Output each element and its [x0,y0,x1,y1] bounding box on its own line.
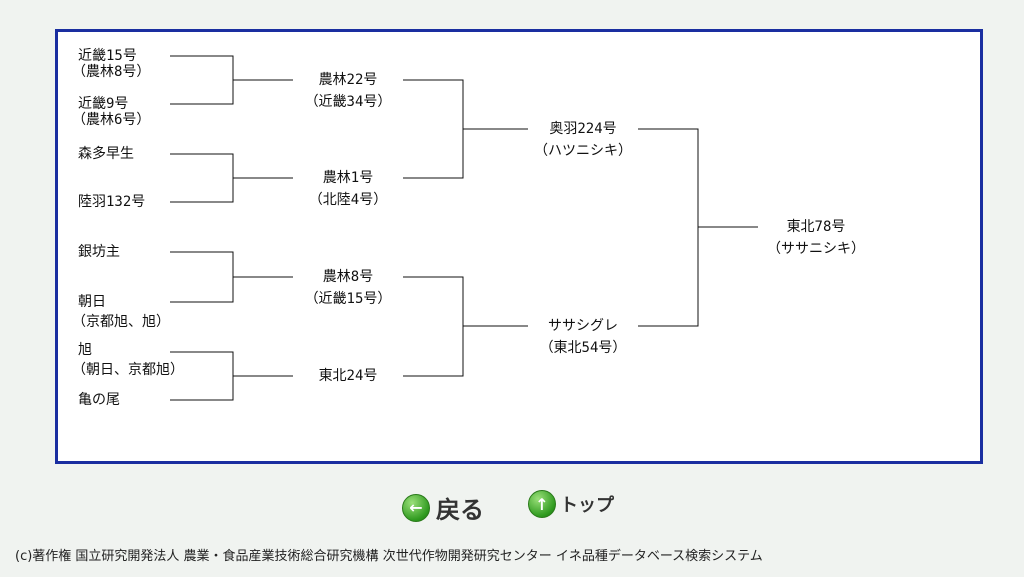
ancestor-g4-8: 亀の尾 [78,392,120,408]
back-button-label: 戻る [436,496,484,524]
ancestor-g2-2: ササシグレ （東北54号） [539,318,627,356]
ancestor-g2-1: 奥羽224号 （ハツニシキ） [534,121,632,159]
ancestor-g4-5: 銀坊主 [78,244,120,260]
back-button[interactable]: ← 戻る [402,490,484,525]
ancestor-g4-3: 森多早生 [78,146,134,162]
arrow-left-icon: ← [402,493,430,522]
arrow-up-icon: ↑ [528,490,556,518]
ancestor-g4-1: 近畿15号 （農林8号） [72,48,151,80]
target-variety: 東北78号 （ササニシキ） [767,219,865,257]
ancestor-g4-7: 旭 （朝日、京都旭） [72,342,184,378]
top-button-label: トップ [560,495,614,516]
ancestor-g4-4: 陸羽132号 [78,194,146,210]
copyright-footer: (c)著作権 国立研究開発法人 農業・食品産業技術総合研究機構 次世代作物開発研… [15,549,763,564]
pedigree-diagram: 近畿15号 （農林8号） 近畿9号 （農林6号） 森多早生 陸羽132号 銀坊主… [55,29,983,464]
ancestor-g3-2: 農林1号 （北陸4号） [308,170,388,208]
ancestor-g4-6: 朝日 （京都旭、旭） [72,294,170,330]
ancestor-g3-3: 農林8号 （近畿15号） [304,269,392,307]
ancestor-g3-4: 東北24号 [318,368,378,384]
top-button[interactable]: ↑ トップ [528,490,614,518]
pedigree-connector-lines [170,55,758,401]
ancestor-g3-1: 農林22号 （近畿34号） [304,72,392,110]
ancestor-g4-2: 近畿9号 （農林6号） [72,96,151,128]
